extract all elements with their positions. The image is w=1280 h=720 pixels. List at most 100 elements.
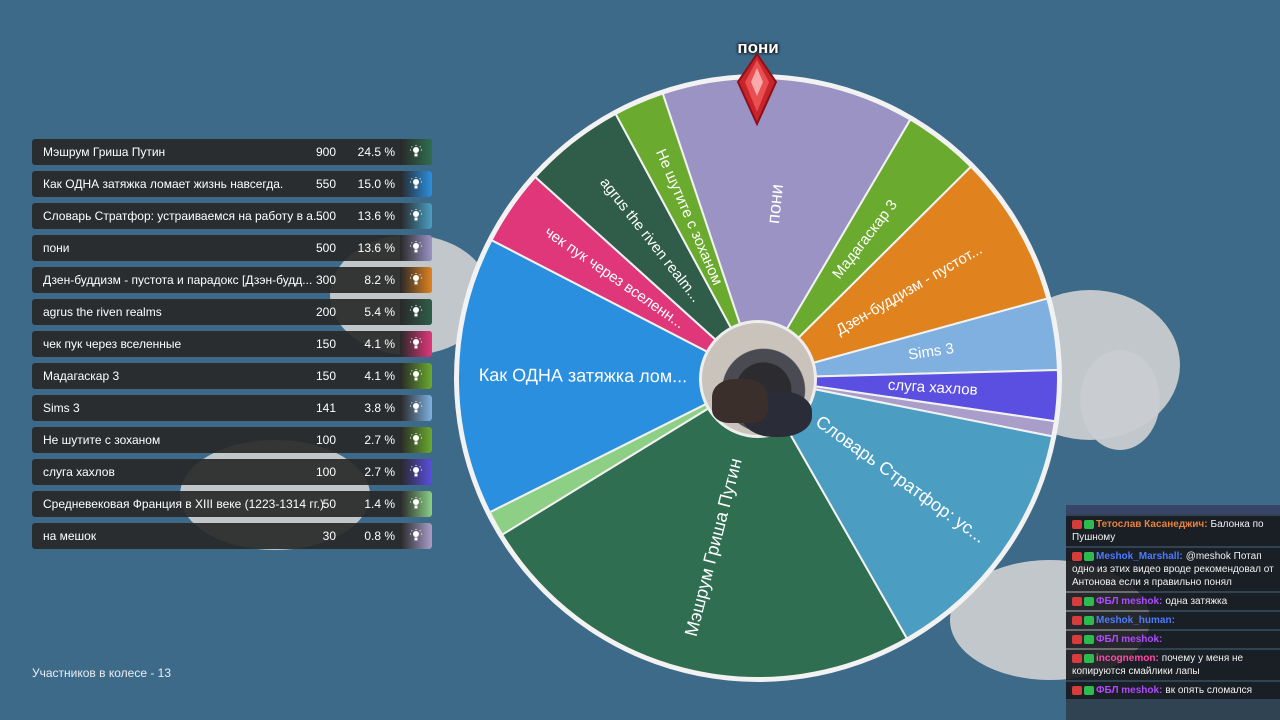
wheel-segment-label: Sims 3	[907, 340, 955, 364]
lightbulb-icon	[410, 529, 422, 541]
wheel-segment-label: слуга хахлов	[887, 377, 978, 399]
lot-percent: 24.5 %	[357, 145, 395, 159]
wheel-segment	[614, 92, 759, 379]
verified-badge-icon	[1084, 596, 1094, 606]
lot-row: пони 500 13.6 %	[32, 235, 432, 261]
chat-message: ФБЛ meshok:вк опять сломался	[1066, 682, 1280, 699]
chat-text: почему у меня не копируются смайлики лап…	[1072, 653, 1244, 677]
lot-highlight-button[interactable]	[400, 331, 432, 357]
chat-text: Балонка по Пушному	[1072, 519, 1264, 543]
verified-badge-icon	[1084, 615, 1094, 625]
cloud-decoration	[1080, 350, 1160, 450]
lot-name: Sims 3	[43, 401, 80, 415]
chat-username: incognemon:	[1096, 653, 1159, 664]
chat-username: Тетослав Касанеджич:	[1096, 519, 1208, 530]
lot-percent: 8.2 %	[364, 273, 395, 287]
lot-percent: 13.6 %	[357, 241, 395, 255]
lot-highlight-button[interactable]	[400, 363, 432, 389]
lightbulb-icon	[410, 273, 422, 285]
streamer-webcam	[699, 320, 817, 438]
lot-highlight-button[interactable]	[400, 299, 432, 325]
lightbulb-icon	[410, 177, 422, 189]
chat-message: incognemon:почему у меня не копируются с…	[1066, 650, 1280, 680]
chat-username: ФБЛ meshok:	[1096, 596, 1163, 607]
lot-amount: 150	[315, 369, 336, 383]
lot-amount: 50	[322, 497, 336, 511]
wheel-segment	[754, 165, 1049, 380]
lot-amount: 100	[315, 433, 336, 447]
chat-message: ФБЛ meshok:одна затяжка	[1066, 593, 1280, 610]
verified-badge-icon	[1084, 634, 1094, 644]
lot-amount: 550	[315, 177, 336, 191]
lot-percent: 4.1 %	[364, 369, 395, 383]
lightbulb-icon	[410, 465, 422, 477]
lot-percent: 1.4 %	[364, 497, 395, 511]
lightbulb-icon	[410, 241, 422, 253]
lot-percent: 15.0 %	[357, 177, 395, 191]
lot-name: Мадагаскар 3	[43, 369, 120, 383]
chat-text: @meshok Потап одно из этих видео вроде р…	[1072, 551, 1274, 588]
lot-row: Словарь Стратфор: устраиваемся на работу…	[32, 203, 432, 229]
live-badge-icon	[1072, 551, 1082, 561]
wheel-segment	[457, 238, 761, 514]
lot-amount: 500	[315, 209, 336, 223]
lot-percent: 2.7 %	[364, 433, 395, 447]
chat-message: ФБЛ meshok:	[1066, 631, 1280, 648]
lightbulb-icon	[410, 337, 422, 349]
chat-username: Meshok_Marshall:	[1096, 551, 1183, 562]
lightbulb-icon	[410, 145, 422, 157]
lot-row: чек пук через вселенные 150 4.1 %	[32, 331, 432, 357]
lot-name: Не шутите с зоханом	[43, 433, 161, 447]
lot-highlight-button[interactable]	[400, 203, 432, 229]
chat-message: Тетослав Касанеджич:Балонка по Пушному	[1066, 516, 1280, 546]
wheel-segment-label: Как ОДНА затяжка лом...	[479, 365, 688, 386]
lot-name: Дзен-буддизм - пустота и парадокс [Дзэн-…	[43, 273, 313, 287]
lot-highlight-button[interactable]	[400, 523, 432, 549]
lightbulb-icon	[410, 497, 422, 509]
wheel-segment-label: пони	[763, 183, 787, 225]
live-badge-icon	[1072, 596, 1082, 606]
lot-row: Как ОДНА затяжка ломает жизнь навсегда. …	[32, 171, 432, 197]
lot-highlight-button[interactable]	[400, 491, 432, 517]
lot-percent: 4.1 %	[364, 337, 395, 351]
verified-badge-icon	[1084, 551, 1094, 561]
lot-percent: 5.4 %	[364, 305, 395, 319]
lot-highlight-button[interactable]	[400, 267, 432, 293]
lot-row: Не шутите с зоханом 100 2.7 %	[32, 427, 432, 453]
lot-amount: 141	[315, 401, 336, 415]
chat-text: одна затяжка	[1165, 596, 1228, 607]
lot-highlight-button[interactable]	[400, 427, 432, 453]
lot-highlight-button[interactable]	[400, 171, 432, 197]
verified-badge-icon	[1084, 519, 1094, 529]
lot-name: чек пук через вселенные	[43, 337, 182, 351]
lot-row: Средневековая Франция в XIII веке (1223-…	[32, 491, 432, 517]
winner-label: пони	[737, 38, 779, 57]
live-badge-icon	[1072, 685, 1082, 695]
lot-name: Средневековая Франция в XIII веке (1223-…	[43, 497, 324, 511]
lot-highlight-button[interactable]	[400, 459, 432, 485]
lot-highlight-button[interactable]	[400, 395, 432, 421]
lot-row: agrus the riven realms 200 5.4 %	[32, 299, 432, 325]
live-badge-icon	[1072, 634, 1082, 644]
lot-percent: 0.8 %	[364, 529, 395, 543]
participants-count: Участников в колесе - 13	[32, 666, 172, 680]
lot-amount: 150	[315, 337, 336, 351]
chat-header	[1066, 505, 1280, 514]
lot-name: пони	[43, 241, 70, 255]
wheel-segment	[756, 376, 1054, 640]
lot-row: Дзен-буддизм - пустота и парадокс [Дзэн-…	[32, 267, 432, 293]
lot-highlight-button[interactable]	[400, 139, 432, 165]
lot-row: на мешок 30 0.8 %	[32, 523, 432, 549]
lot-amount: 200	[315, 305, 336, 319]
lot-percent: 3.8 %	[364, 401, 395, 415]
lot-highlight-button[interactable]	[400, 235, 432, 261]
lot-percent: 2.7 %	[364, 465, 395, 479]
live-badge-icon	[1072, 615, 1082, 625]
lot-amount: 900	[315, 145, 336, 159]
chat-message: Meshok_human:	[1066, 612, 1280, 629]
lot-name: Мэшрум Гриша Путин	[43, 145, 166, 159]
chat-username: ФБЛ meshok:	[1096, 634, 1163, 645]
lot-amount: 300	[315, 273, 336, 287]
